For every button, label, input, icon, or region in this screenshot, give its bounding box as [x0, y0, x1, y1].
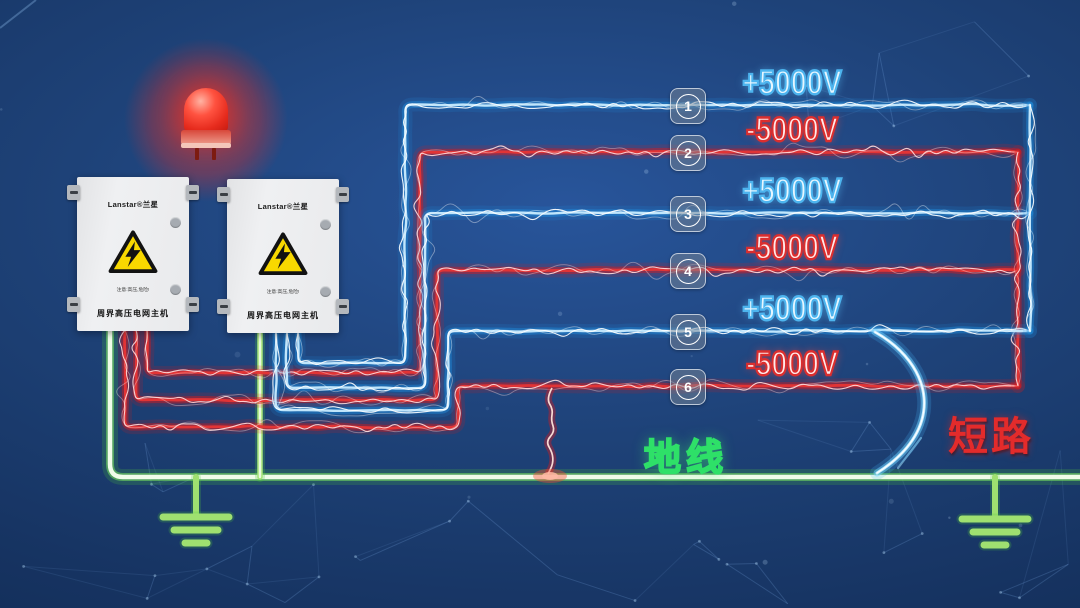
wire-2-number: 2 [675, 140, 701, 166]
screw [320, 219, 331, 230]
mount-tab [67, 297, 80, 312]
box-model-label: 周界高压电网主机 [97, 309, 169, 318]
screw [320, 286, 331, 297]
screw [170, 217, 181, 228]
ground-wire-label: 地线 [643, 436, 728, 479]
beacon-rim [181, 143, 231, 148]
wire-6-number: 6 [675, 374, 701, 400]
beacon-leg [195, 148, 199, 160]
beacon-leg [212, 148, 216, 160]
wire-3-badge: 3 [670, 196, 706, 232]
mount-tab [217, 187, 230, 202]
high-voltage-warning-icon [258, 232, 308, 276]
mount-tab [67, 185, 80, 200]
short-circuit-label: 短路 [948, 415, 1034, 459]
wire-6-badge: 6 [670, 369, 706, 405]
wire-4-number: 4 [675, 258, 701, 284]
wire-1-number: 1 [675, 93, 701, 119]
mount-tab [186, 185, 199, 200]
controller-box-2: Lanstar®兰星 注意:高压,危险! 周界高压电网主机 [217, 179, 349, 333]
wire-1-badge: 1 [670, 88, 706, 124]
alarm-beacon-icon [181, 88, 231, 166]
mount-tab [186, 297, 199, 312]
wire-1-voltage-label: +5000V [741, 63, 842, 103]
wire-2-voltage-label: -5000V [745, 110, 839, 150]
high-voltage-warning-icon [108, 230, 158, 274]
box-brand-label: Lanstar®兰星 [107, 200, 159, 209]
screw [170, 284, 181, 295]
box-brand-label: Lanstar®兰星 [257, 202, 309, 211]
wire-3-voltage-label: +5000V [741, 171, 842, 211]
mount-tab [336, 187, 349, 202]
controller-box-1: Lanstar®兰星 注意:高压,危险! 周界高压电网主机 [67, 177, 199, 331]
mount-tab [217, 299, 230, 314]
wire-6-voltage-label: -5000V [745, 344, 839, 384]
beacon-base [181, 130, 231, 145]
wire-4-voltage-label: -5000V [745, 228, 839, 268]
box-model-label: 周界高压电网主机 [247, 311, 319, 320]
box-caution-text: 注意:高压,危险! [116, 286, 150, 293]
beacon-dome [184, 88, 228, 132]
wire-3-number: 3 [675, 201, 701, 227]
wire-5-voltage-label: +5000V [741, 289, 842, 329]
wire-5-badge: 5 [670, 314, 706, 350]
wire-2-badge: 2 [670, 135, 706, 171]
mount-tab [336, 299, 349, 314]
wire-5-number: 5 [675, 319, 701, 345]
box-caution-text: 注意:高压,危险! [266, 288, 300, 295]
wire-4-badge: 4 [670, 253, 706, 289]
